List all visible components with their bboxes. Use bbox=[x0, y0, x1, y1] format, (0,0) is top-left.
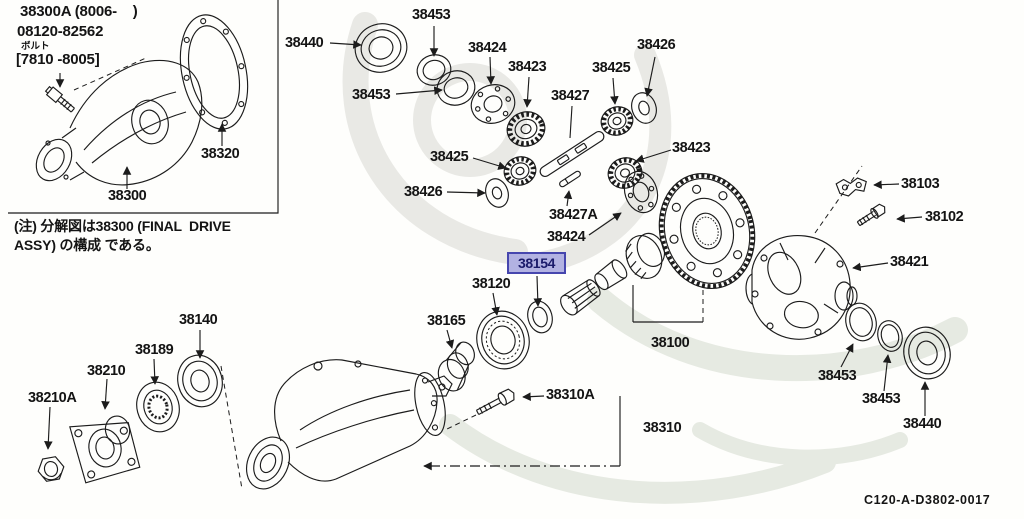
part-label-38426-left[interactable]: 38426 bbox=[404, 184, 443, 200]
diff-case-drawing bbox=[745, 165, 863, 340]
part-label-38421[interactable]: 38421 bbox=[890, 254, 929, 270]
part-label-38453-right1[interactable]: 38453 bbox=[818, 368, 857, 384]
inset-final-drive-drawing bbox=[35, 14, 249, 189]
leader-lines bbox=[44, 26, 930, 450]
selected-part-label: 38154 bbox=[518, 255, 555, 271]
part-label-38120[interactable]: 38120 bbox=[472, 276, 511, 292]
part-label-38453-top[interactable]: 38453 bbox=[412, 7, 451, 23]
inset-box-border bbox=[8, 0, 279, 214]
watermark-pattern bbox=[342, 12, 968, 504]
note-line-2: ASSY) の構成 である。 bbox=[14, 237, 160, 253]
part-label-38423-right[interactable]: 38423 bbox=[672, 140, 711, 156]
part-label-38103[interactable]: 38103 bbox=[901, 176, 940, 192]
note-line-1: (注) 分解図は38300 (FINAL DRIVE bbox=[14, 218, 231, 234]
part-label-38310[interactable]: 38310 bbox=[643, 420, 682, 436]
part-label-38425-left[interactable]: 38425 bbox=[430, 149, 469, 165]
part-label-38100[interactable]: 38100 bbox=[651, 335, 690, 351]
part-label-38425-right[interactable]: 38425 bbox=[592, 60, 631, 76]
part-label-38102[interactable]: 38102 bbox=[925, 209, 964, 225]
inset-title: 38300A (8006- ) bbox=[20, 3, 138, 20]
part-label-38427a[interactable]: 38427A bbox=[549, 207, 598, 223]
part-label-38424-top[interactable]: 38424 bbox=[468, 40, 507, 56]
part-label-38453-right2[interactable]: 38453 bbox=[862, 391, 901, 407]
part-label-38424-bottom[interactable]: 38424 bbox=[547, 229, 586, 245]
part-label-38440-bottom[interactable]: 38440 bbox=[903, 416, 942, 432]
part-label-38310a[interactable]: 38310A bbox=[546, 387, 595, 403]
part-label-38300[interactable]: 38300 bbox=[108, 188, 147, 204]
part-label-38320[interactable]: 38320 bbox=[201, 146, 240, 162]
drawing-code: C120-A-D3802-0017 bbox=[864, 493, 991, 507]
pinion-ring-gear-drawing bbox=[560, 173, 756, 323]
part-label-38165[interactable]: 38165 bbox=[427, 313, 466, 329]
part-label-38189[interactable]: 38189 bbox=[135, 342, 174, 358]
selected-part-highlight[interactable]: 38154 bbox=[507, 252, 566, 274]
part-label-38140[interactable]: 38140 bbox=[179, 312, 218, 328]
part-label-38423-top[interactable]: 38423 bbox=[508, 59, 547, 75]
part-label-38453-mid[interactable]: 38453 bbox=[352, 87, 391, 103]
carrier-drawing bbox=[246, 300, 621, 490]
part-label-38440-top[interactable]: 38440 bbox=[285, 35, 324, 51]
part-label-38427[interactable]: 38427 bbox=[551, 88, 590, 104]
part-label-08120-82562[interactable]: 08120-82562 bbox=[17, 23, 104, 40]
bolt-jp-label: ボルト bbox=[21, 41, 50, 52]
right-parts-drawing bbox=[835, 177, 951, 380]
bolt-period-label: [7810 -8005] bbox=[16, 51, 100, 68]
part-label-38210a[interactable]: 38210A bbox=[28, 390, 77, 406]
bottom-left-parts-drawing bbox=[37, 354, 243, 490]
part-label-38426-right[interactable]: 38426 bbox=[637, 37, 676, 53]
part-label-38210[interactable]: 38210 bbox=[87, 363, 126, 379]
